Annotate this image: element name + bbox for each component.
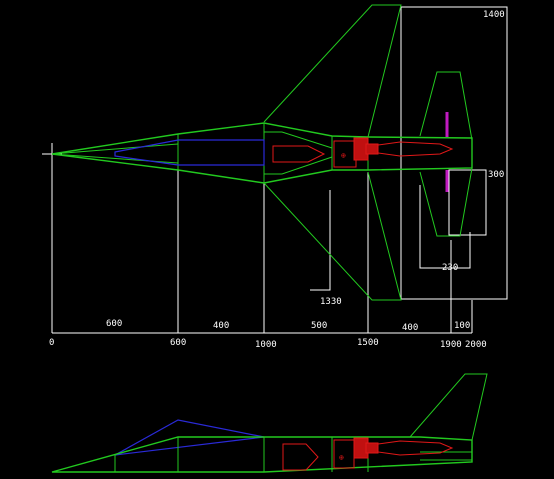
segment-label-4: 100: [454, 321, 470, 331]
side-view: ⊕: [51, 373, 488, 473]
intake-duct: [263, 131, 333, 175]
exhaust-pipe: [377, 141, 454, 157]
segment-label-1: 400: [213, 321, 229, 331]
side-fuel-tank: [282, 443, 319, 471]
canopy-top: [114, 139, 265, 166]
dimension-labels: 1400 300 230 1330 600 400 500 400 100 0 …: [49, 10, 505, 350]
vertical-fin: [409, 373, 488, 441]
tail-height-box: [448, 169, 487, 236]
servo-glyph: ⊕: [341, 151, 346, 160]
tail-lower: [419, 167, 473, 237]
wing-lower: [263, 171, 402, 301]
tail-width-label: 230: [442, 263, 458, 273]
tail-height-label: 300: [488, 170, 504, 180]
wing-upper: [263, 4, 402, 138]
tailplane: [419, 71, 473, 237]
canopy-side: [114, 419, 265, 456]
station-label-3: 1500: [357, 338, 379, 348]
station-label-1: 600: [170, 338, 186, 348]
segment-label-2: 500: [311, 321, 327, 331]
station-label-0: 0: [49, 338, 54, 348]
station-label-4: 1900: [440, 340, 462, 350]
tail-width-box: [419, 185, 471, 269]
fuel-tank: [272, 145, 326, 163]
inner-line-a: [51, 143, 179, 155]
segment-label-0: 600: [106, 319, 122, 329]
dimension-lines: [42, 6, 508, 334]
side-servo-glyph: ⊕: [339, 453, 344, 462]
wing-root-label: 1330: [320, 297, 342, 307]
span-dimension-box: [400, 6, 508, 300]
side-exhaust-pipe: [377, 440, 454, 456]
station-label-2: 1000: [255, 340, 277, 350]
top-view: ⊕ 1400 300 230 1330 600 400 500 400 100 …: [42, 4, 508, 350]
fuselage-outline: [51, 122, 473, 184]
side-equipment-bay: [333, 439, 355, 469]
side-engine-core: [365, 442, 379, 454]
segment-label-3: 400: [402, 323, 418, 333]
engine-core: [365, 143, 379, 155]
tail-upper: [419, 71, 473, 141]
root-chord-leader: [310, 190, 331, 291]
main-wing: [263, 4, 402, 301]
span-label: 1400: [483, 10, 505, 20]
internal-components-top: ⊕: [272, 112, 454, 192]
station-label-5: 2000: [465, 340, 487, 350]
